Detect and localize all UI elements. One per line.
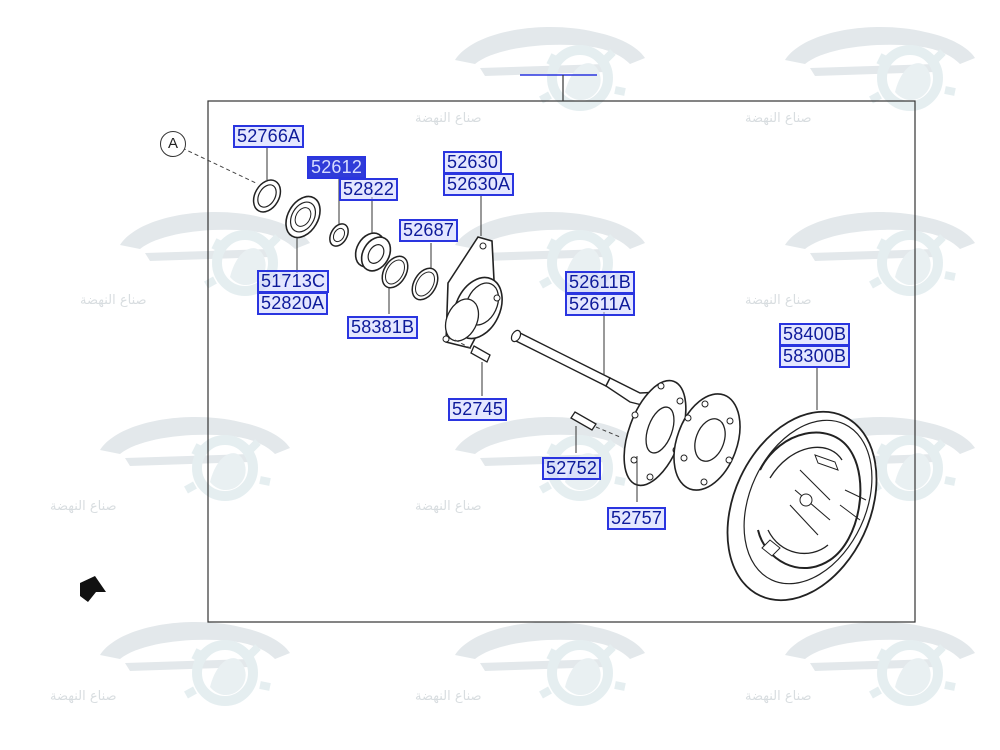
callout-52766a[interactable]: 52766A — [233, 125, 305, 148]
watermark-text: صناع النهضة — [50, 499, 117, 514]
watermark-text: صناع النهضة — [745, 689, 812, 704]
part-52611-axle-shaft — [510, 312, 662, 408]
callout-58381b[interactable]: 58381B — [347, 316, 419, 339]
callout-52687[interactable]: 52687 — [399, 219, 459, 242]
callout-52612[interactable]: 52612 — [307, 156, 367, 179]
callout-52630[interactable]: 52630 — [443, 151, 503, 174]
part-58381b-ring — [381, 255, 409, 314]
part-52687-ring — [411, 243, 439, 301]
part-52766a-ring — [252, 148, 282, 213]
part-52612-ring — [329, 178, 349, 247]
callout-52752[interactable]: 52752 — [542, 457, 602, 480]
part-58400b-brake-assembly — [726, 368, 878, 602]
watermark-text: صناع النهضة — [50, 689, 117, 704]
part-51713c-seal — [285, 195, 321, 273]
callout-52757[interactable]: 52757 — [607, 507, 667, 530]
part-52745-bolt — [454, 339, 491, 396]
part-52752-stud — [570, 411, 621, 453]
watermark-text: صناع النهضة — [80, 293, 147, 308]
watermark-text: صناع النهضة — [415, 111, 482, 126]
part-52757-flange — [623, 379, 687, 502]
front-arrow-icon — [80, 576, 106, 602]
callout-52611b[interactable]: 52611B — [565, 271, 635, 294]
watermark-text: صناع النهضة — [415, 499, 482, 514]
watermark-text: صناع النهضة — [745, 293, 812, 308]
callout-51713c[interactable]: 51713C — [257, 270, 330, 293]
part-52822-bearing — [354, 197, 392, 272]
part-52630-carrier — [442, 194, 503, 349]
part-hub-drum — [673, 393, 741, 491]
callout-58400b[interactable]: 58400B — [779, 323, 851, 346]
watermark-text: صناع النهضة — [415, 689, 482, 704]
reference-circle-a: A — [160, 131, 186, 157]
diagram-frame — [207, 100, 916, 623]
callout-52745[interactable]: 52745 — [448, 398, 508, 421]
watermark-text: صناع النهضة — [745, 111, 812, 126]
callout-52820a[interactable]: 52820A — [257, 292, 329, 315]
callout-52630a[interactable]: 52630A — [443, 173, 515, 196]
callout-52611a[interactable]: 52611A — [565, 293, 635, 316]
callout-58300b[interactable]: 58300B — [779, 345, 851, 368]
callout-52822[interactable]: 52822 — [339, 178, 399, 201]
